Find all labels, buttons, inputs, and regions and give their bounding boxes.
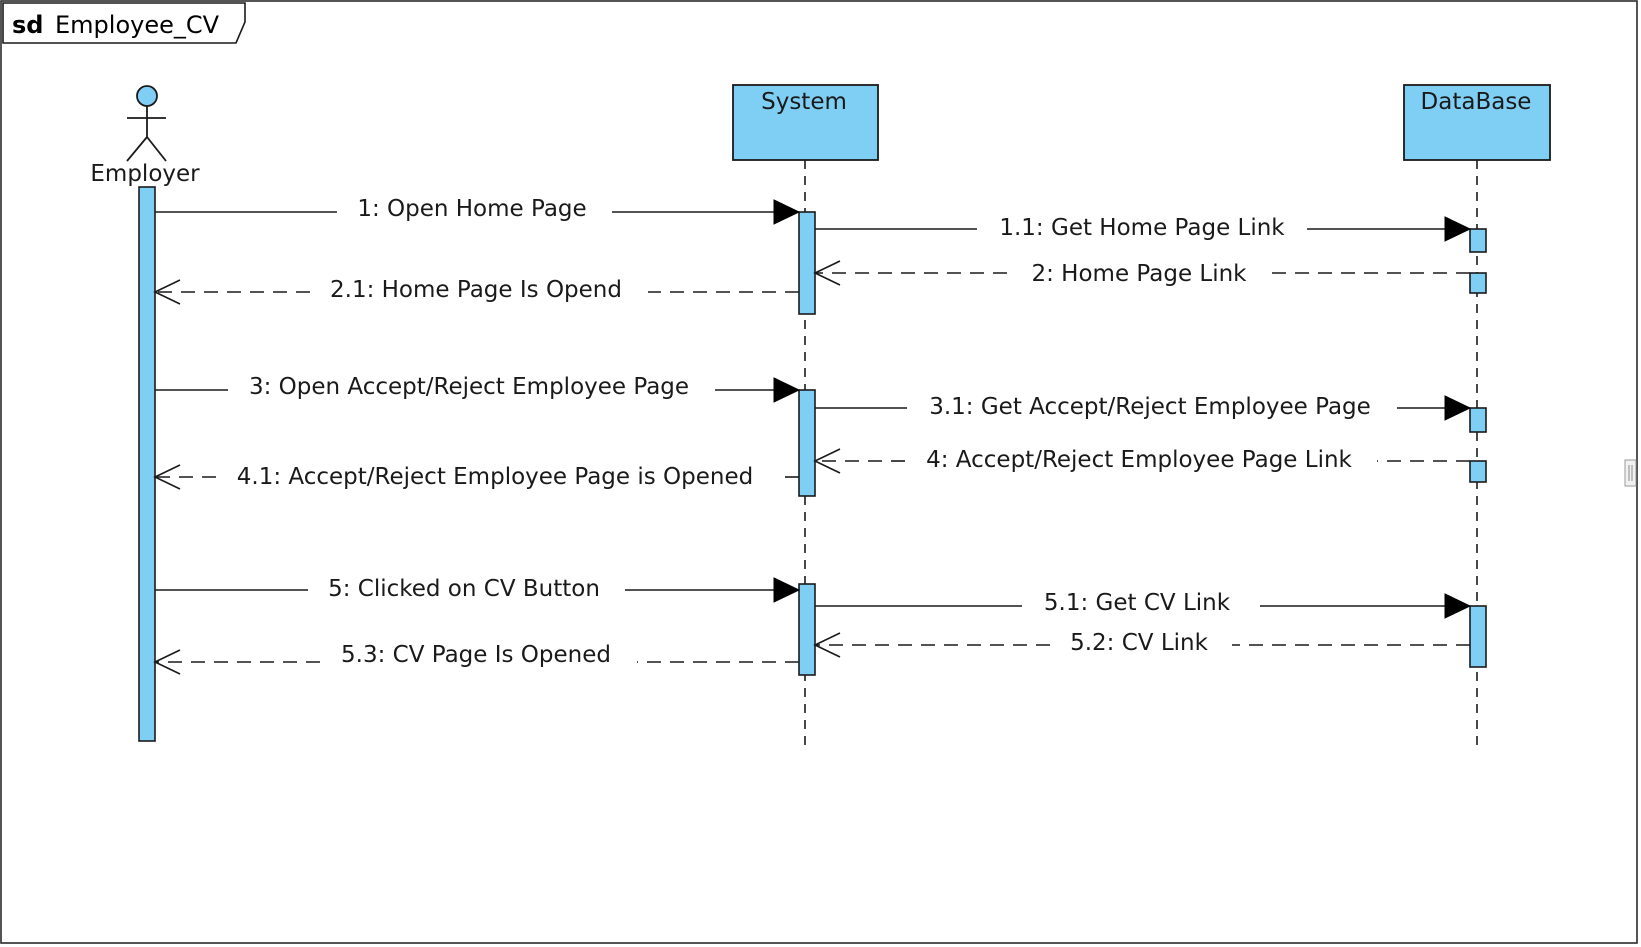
message-label: 1.1: Get Home Page Link xyxy=(999,215,1285,241)
lifeline-database: DataBase xyxy=(1403,84,1551,745)
message-4-1: 4.1: Accept/Reject Employee Page is Open… xyxy=(153,464,799,490)
activation-system xyxy=(798,583,816,676)
activation-system xyxy=(798,389,816,497)
lifeline-name-system: System xyxy=(761,89,847,115)
activation-database xyxy=(1469,272,1487,294)
message-2: 2: Home Page Link xyxy=(813,260,1470,287)
message-3-1: 3.1: Get Accept/Reject Employee Page xyxy=(815,394,1472,421)
activation-database xyxy=(1469,605,1487,668)
message-5: 5: Clicked on CV Button xyxy=(155,576,801,603)
message-4: 4: Accept/Reject Employee Page Link xyxy=(813,447,1470,474)
message-5-3: 5.3: CV Page Is Opened xyxy=(153,642,799,675)
message-label: 4: Accept/Reject Employee Page Link xyxy=(926,447,1352,473)
message-label: 3: Open Accept/Reject Employee Page xyxy=(249,374,689,400)
lifeline-name-database: DataBase xyxy=(1421,89,1532,115)
activation-employer xyxy=(138,186,156,742)
activation-database xyxy=(1469,228,1487,253)
message-label: 5.1: Get CV Link xyxy=(1044,590,1231,616)
message-label: 4.1: Accept/Reject Employee Page is Open… xyxy=(237,464,753,490)
message-label: 5.3: CV Page Is Opened xyxy=(341,642,611,668)
message-label: 1: Open Home Page xyxy=(357,196,586,222)
activation-system xyxy=(798,211,816,315)
lifeline-system: System xyxy=(732,84,879,745)
actor-name: Employer xyxy=(90,161,200,187)
message-label: 3.1: Get Accept/Reject Employee Page xyxy=(929,394,1371,420)
message-1: 1: Open Home Page xyxy=(155,196,801,225)
message-label: 2.1: Home Page Is Opend xyxy=(330,277,622,303)
actor-employer: Employer xyxy=(90,85,200,742)
stick-figure-actor-icon xyxy=(126,85,167,162)
lifeline-head-system xyxy=(732,84,879,161)
message-3: 3: Open Accept/Reject Employee Page xyxy=(155,374,801,403)
scrollbar-grip[interactable] xyxy=(1624,459,1637,487)
frame-keyword: sd xyxy=(12,11,43,39)
message-5-1: 5.1: Get CV Link xyxy=(815,590,1472,619)
message-1-1: 1.1: Get Home Page Link xyxy=(815,215,1472,242)
activation-database xyxy=(1469,460,1487,483)
message-2-1: 2.1: Home Page Is Opend xyxy=(153,277,799,305)
message-5-2: 5.2: CV Link xyxy=(813,630,1470,658)
activation-database xyxy=(1469,407,1487,433)
message-label: 2: Home Page Link xyxy=(1031,261,1247,287)
frame-name-tab: sd Employee_CV xyxy=(2,2,246,44)
message-label: 5: Clicked on CV Button xyxy=(328,576,600,602)
frame-title: Employee_CV xyxy=(55,11,220,39)
message-label: 5.2: CV Link xyxy=(1070,630,1209,656)
